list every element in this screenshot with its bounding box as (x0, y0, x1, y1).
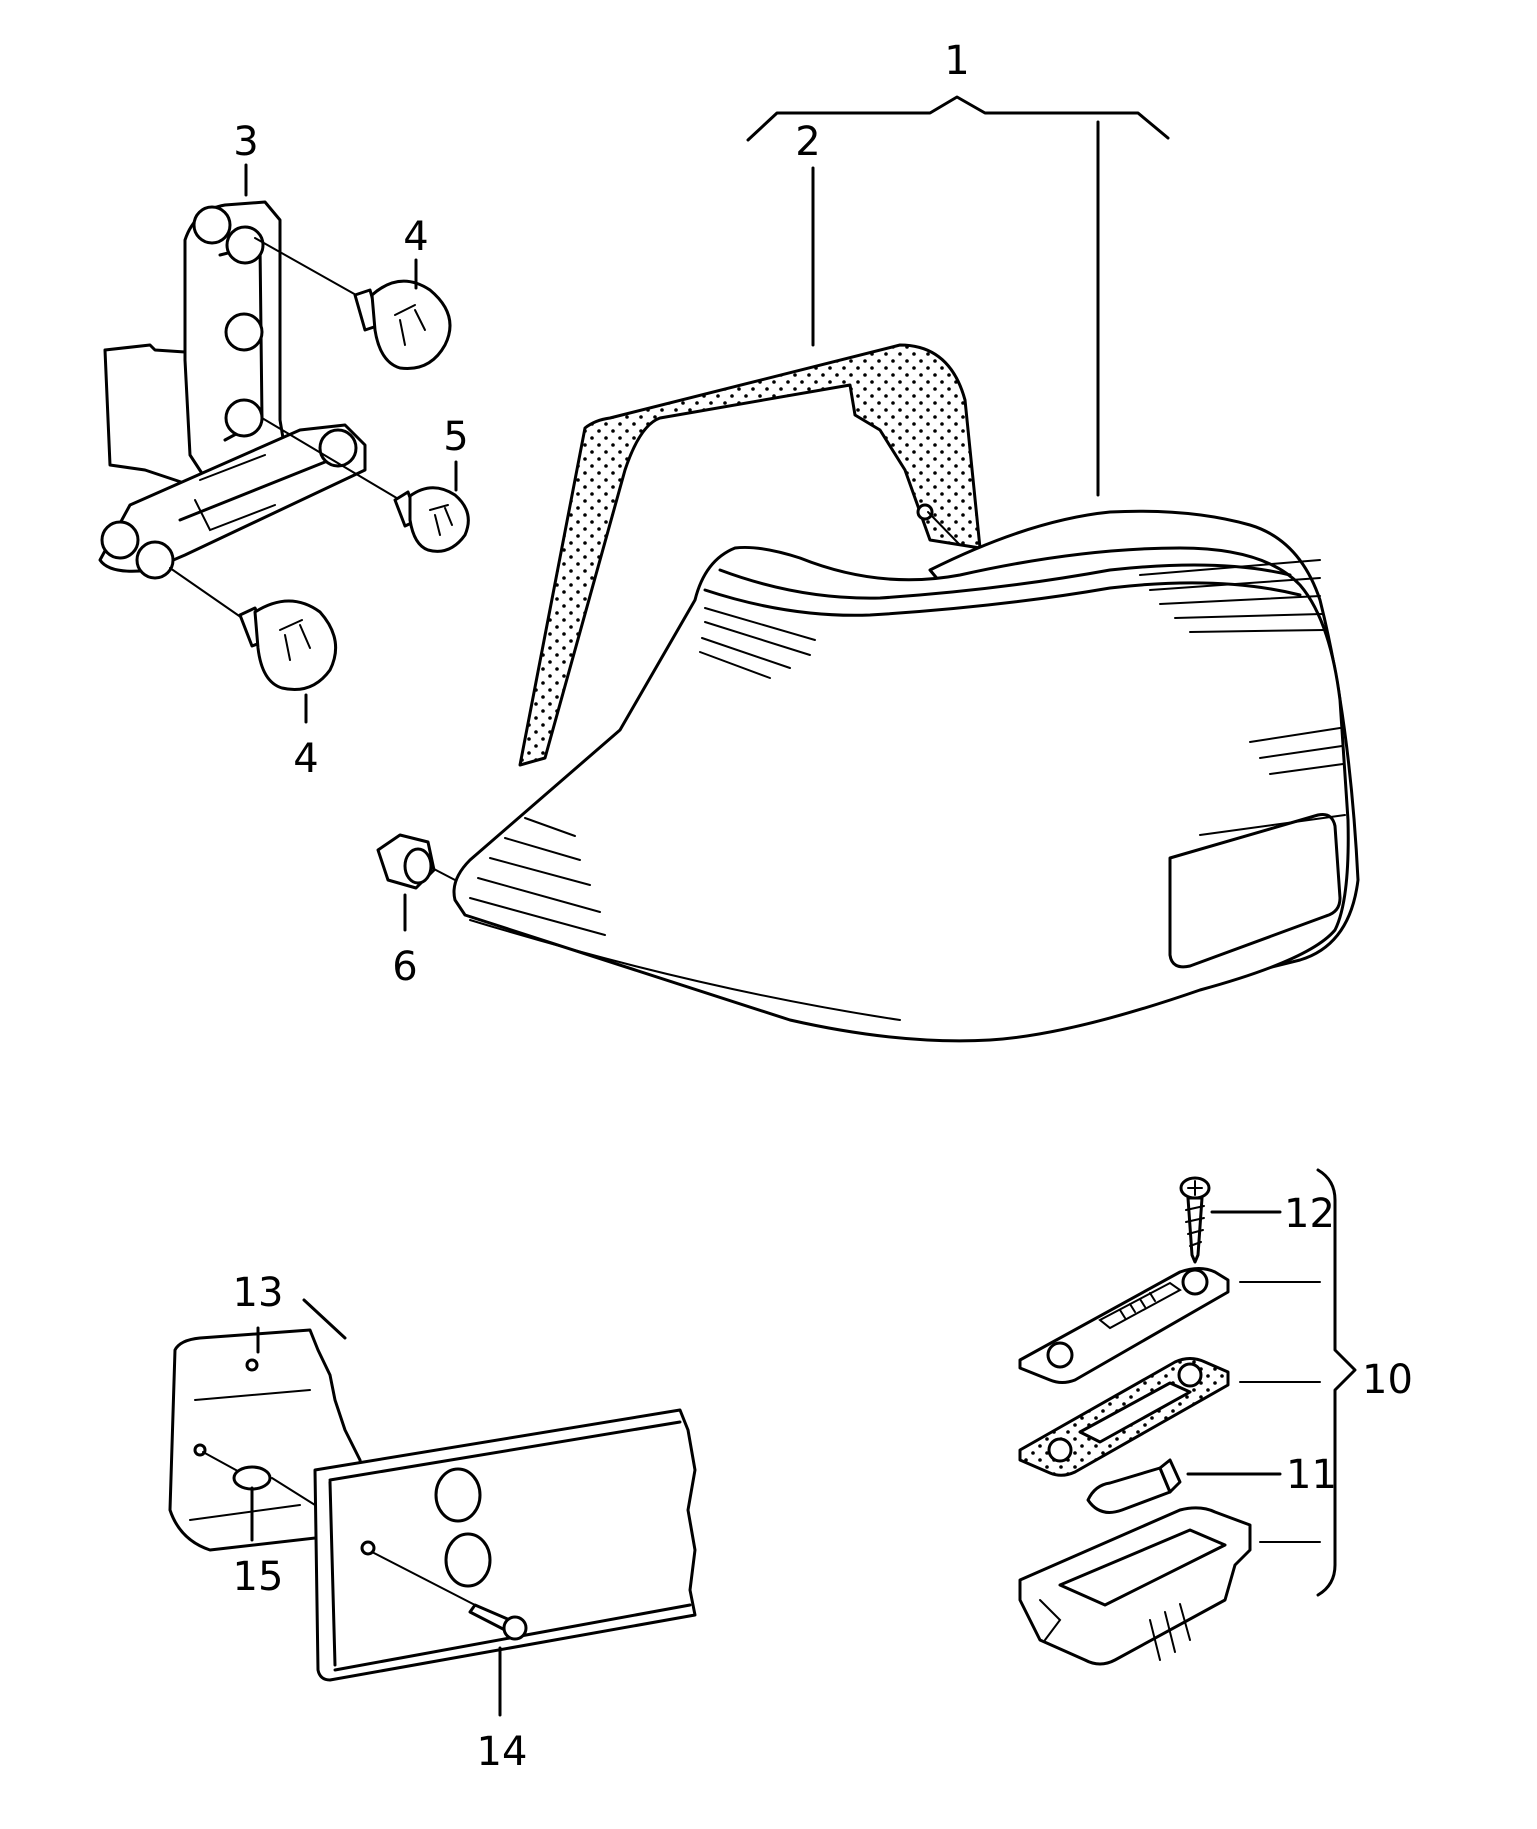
bulb-small (393, 486, 470, 553)
hex-nut (376, 833, 456, 890)
license-plate-holder (313, 1408, 697, 1682)
license-lamp-assembly (1018, 1176, 1321, 1666)
bulb-lower (238, 599, 338, 691)
tail-light-lens (452, 545, 1350, 1043)
clip (232, 1465, 316, 1542)
callout-14: 14 (477, 1729, 528, 1775)
callout-4-lower: 4 (293, 736, 318, 782)
screw-lamp (1179, 1176, 1282, 1264)
seal-mounting-hole (916, 503, 934, 521)
callout-1: 1 (944, 38, 969, 84)
callout-3: 3 (233, 119, 258, 165)
tail-light-assembly (452, 343, 1360, 1043)
callout-15: 15 (233, 1554, 284, 1600)
callout-labels: 1 2 3 4 4 5 6 10 11 12 13 14 15 (233, 38, 1413, 1775)
callout-10: 10 (1362, 1357, 1413, 1403)
callout-12: 12 (1284, 1191, 1335, 1237)
callout-13: 13 (233, 1270, 284, 1316)
callout-4-upper: 4 (403, 214, 428, 260)
callout-11: 11 (1286, 1452, 1337, 1498)
callout-5: 5 (443, 414, 468, 460)
screw-plate (468, 1603, 528, 1717)
callout-1-bracket (746, 95, 1170, 497)
seal-gasket (518, 343, 982, 767)
bulb-holder (98, 200, 401, 621)
festoon-bulb (1086, 1458, 1282, 1514)
callout-10-bracket (1316, 1168, 1357, 1597)
bulb-upper (353, 279, 452, 371)
callout-2: 2 (795, 119, 820, 165)
reflector-window (1168, 813, 1342, 969)
callout-6: 6 (392, 944, 417, 990)
leader-lines (244, 163, 458, 932)
